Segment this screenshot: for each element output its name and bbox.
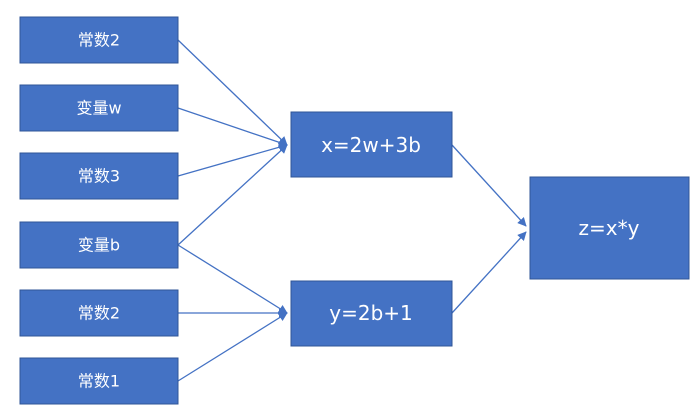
- edge-const3-to-x: [177, 142, 288, 177]
- node-label: 变量w: [76, 99, 121, 118]
- edges: [177, 39, 527, 382]
- edge-varb-to-y: [177, 244, 288, 314]
- node-label: z=x*y: [579, 216, 640, 240]
- input-node-var-b: 变量b: [19, 221, 179, 269]
- edge-const1-to-y: [177, 312, 288, 382]
- input-node-const2-bottom: 常数2: [19, 289, 179, 337]
- input-node-const3: 常数3: [19, 152, 179, 200]
- input-node-const1: 常数1: [19, 357, 179, 405]
- output-node-z: z=x*y: [529, 176, 690, 280]
- edge-varw-to-x: [177, 107, 288, 147]
- node-label: 常数2: [78, 31, 120, 50]
- input-node-const2-top: 常数2: [19, 16, 179, 64]
- node-label: 常数2: [78, 304, 120, 323]
- edge-x-to-z: [451, 144, 527, 227]
- edge-varb-to-x: [177, 144, 288, 246]
- input-node-var-w: 变量w: [19, 84, 179, 132]
- middle-node-x: x=2w+3b: [290, 111, 453, 178]
- node-label: 常数3: [78, 167, 120, 186]
- edge-const2-to-x: [177, 39, 288, 146]
- node-label: 常数1: [78, 372, 120, 391]
- middle-node-y: y=2b+1: [290, 280, 453, 347]
- node-label: x=2w+3b: [321, 133, 421, 157]
- node-label: 变量b: [78, 236, 120, 255]
- node-label: y=2b+1: [329, 301, 413, 325]
- edge-y-to-z: [451, 231, 527, 314]
